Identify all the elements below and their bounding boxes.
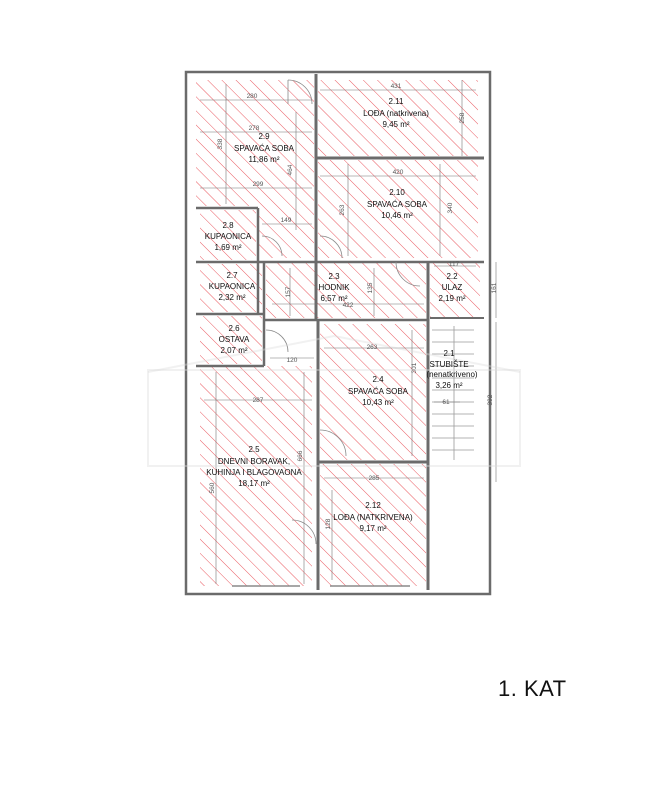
dim-label: 157 [285,286,292,297]
room-2-5-area [200,366,312,586]
dim-label: 258 [459,112,466,123]
room-number: 2.7 [226,271,238,280]
room-area: 3,26 m² [435,381,462,390]
room-name: LOĐA (NATKRIVENA) [333,513,413,522]
room-number: 2.12 [365,501,381,510]
room-area: 2,07 m² [220,346,247,355]
room-name-line2: (nenatkriveno) [426,370,477,379]
dim-label: 301 [411,362,418,373]
dim-label: 431 [391,83,402,90]
room-area: 18,17 m² [238,479,270,488]
room-name: LOĐA (natkrivena) [363,109,429,118]
room-area: 6,57 m² [320,294,347,303]
room-name: KUPAONICA [205,232,252,241]
room-area: 2,19 m² [438,294,465,303]
room-name: DNEVNI BORAVAK, [218,457,290,466]
dimension-lines [200,80,497,584]
room-area: 2,32 m² [218,293,245,302]
room-number: 2.5 [248,445,260,454]
room-2-12-area [320,464,426,586]
room-2-3-area [266,262,426,318]
room-2-8-area [200,210,256,260]
room-2-7-area [200,264,262,312]
room-name: KUPAONICA [209,282,256,291]
doors [232,79,421,587]
watermark [147,334,521,467]
dim-label: 161 [491,282,498,293]
room-area: 11,86 m² [249,155,280,164]
dim-label: 120 [287,357,298,364]
room-number: 2.2 [446,272,458,281]
room-number: 2.9 [258,132,270,141]
room-name-line2: KUHINJA I BLAGOVAONA [206,468,302,477]
room-number: 2.10 [389,188,405,197]
dim-label: 135 [367,282,374,293]
room-2-6-area [200,316,262,364]
dim-label: 299 [253,181,264,188]
room-name: SPAVAĆA SOBA [234,144,295,153]
room-area: 1,69 m² [214,243,241,252]
room-number: 2.1 [443,349,455,358]
dim-label: 285 [369,475,380,482]
dim-label: 420 [393,169,404,176]
room-2-9-lower-area [258,206,314,258]
room-2-11-area [318,80,478,156]
dim-label: 464 [287,164,294,175]
room-name: ULAZ [442,283,463,292]
dim-label: 422 [343,302,354,309]
dim-label: 128 [325,518,332,529]
room-name: STUBIŠTE [429,360,468,369]
room-2-2-area [430,262,480,318]
room-name: HODNIK [318,283,350,292]
room-area: 10,46 m² [381,211,413,220]
dim-label: 666 [297,450,304,461]
room-name: SPAVAĆA SOBA [348,387,409,396]
room-number: 2.3 [328,272,340,281]
staircase [432,326,474,460]
room-2-10-area [318,160,478,258]
room-name: SPAVAĆA SOBA [367,200,428,209]
room-number: 2.11 [389,97,405,106]
room-area: 10,43 m² [362,398,394,407]
dim-label: 287 [253,397,264,404]
building-outline [184,70,492,596]
room-number: 2.4 [372,375,384,384]
dim-label: 560 [209,482,216,493]
dim-label: 340 [447,202,454,213]
dim-label: 61 [442,399,450,406]
interior-walls [196,74,484,590]
dim-label: 149 [281,217,292,224]
room-labels: 2.9 SPAVAĆA SOBA 11,86 m² 2.11 LOĐA (nat… [205,97,478,533]
dim-label: 263 [367,344,378,351]
dimension-labels: 280 431 278 258 338 464 299 420 263 340 … [209,83,498,529]
room-hatches [196,80,480,586]
floor-title: 1. KAT [498,676,567,701]
dim-label: 117 [449,261,460,268]
room-name: OSTAVA [219,335,250,344]
dim-label: 338 [217,138,224,149]
dim-label: 280 [247,93,258,100]
room-number: 2.8 [222,221,234,230]
room-number: 2.6 [228,324,240,333]
room-area: 9,17 m² [359,524,386,533]
room-2-9-area [196,80,314,206]
dim-label: 392 [487,394,494,405]
dim-label: 278 [249,125,260,132]
dim-label: 263 [339,204,346,215]
room-area: 9,45 m² [382,120,409,129]
